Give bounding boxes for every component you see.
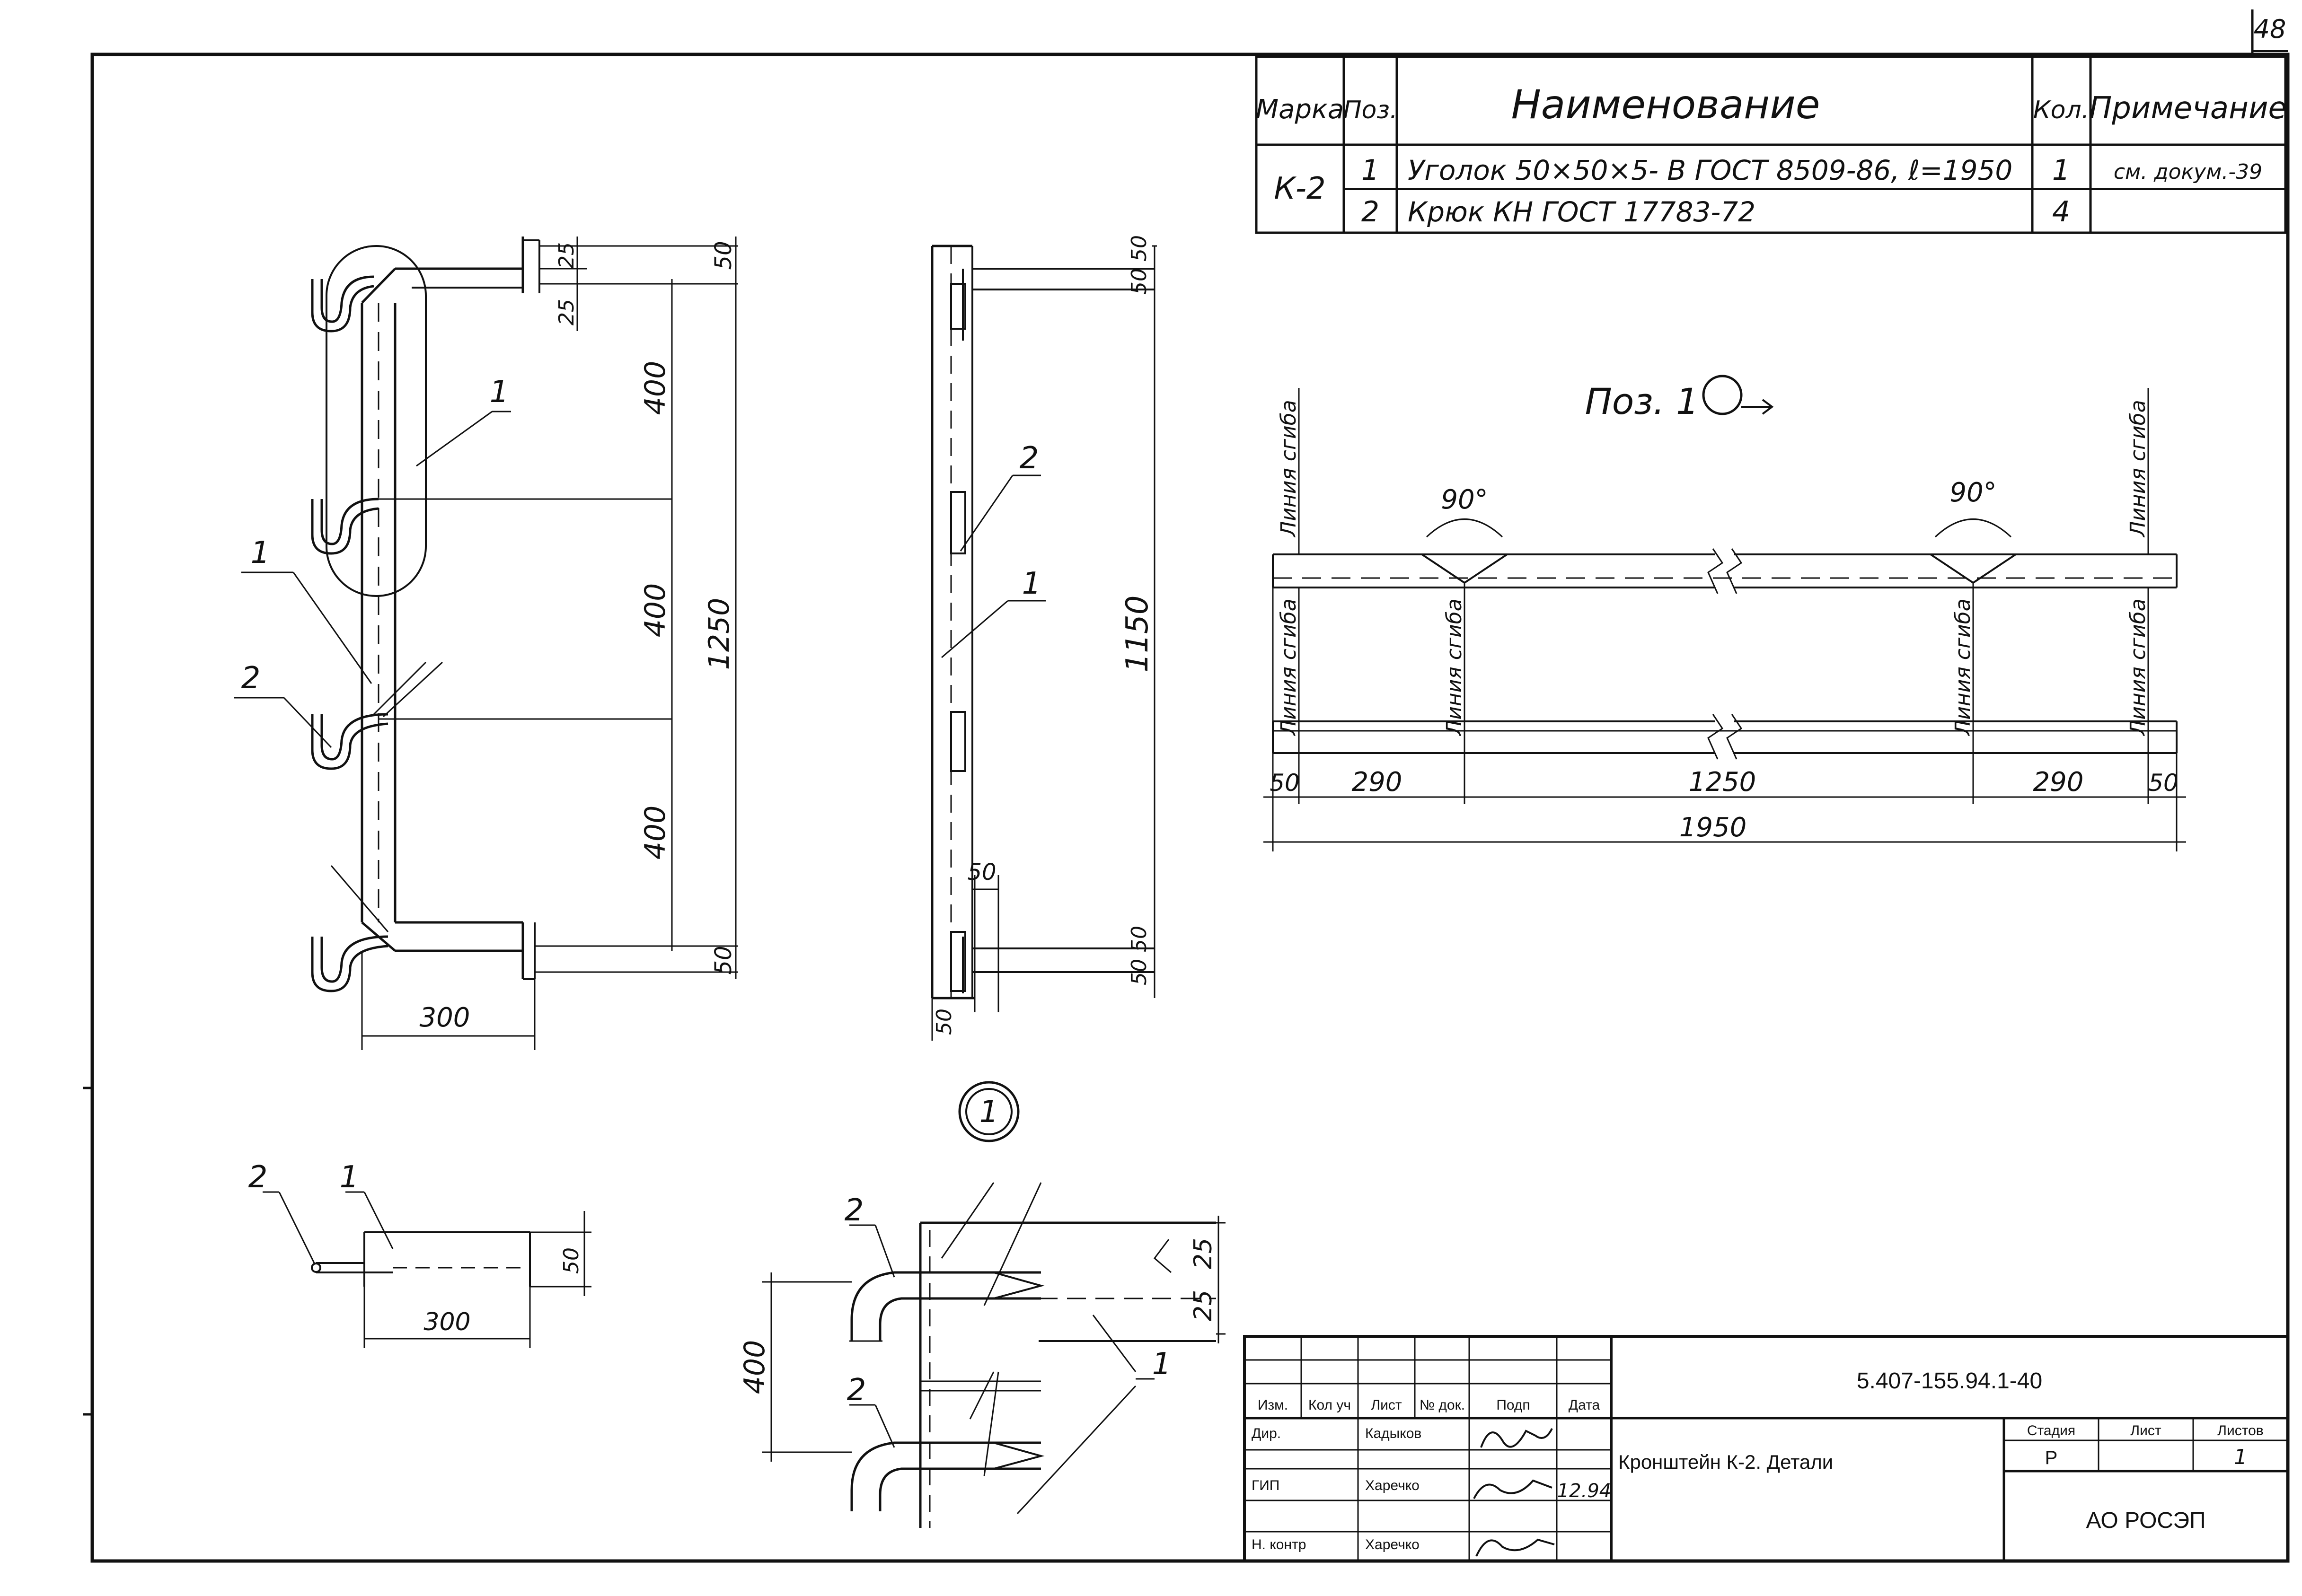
title-company: АО РОСЭП <box>2086 1508 2205 1533</box>
title-drawing-name: Кронштейн К-2. Детали <box>1618 1451 1833 1473</box>
front-dim-25-b: 25 <box>555 299 579 325</box>
side-callout-pos1: 1 <box>1022 566 1041 601</box>
top-view <box>263 1191 591 1348</box>
pos1-dim-290-right: 290 <box>2033 767 2084 798</box>
title-stage-value: Р <box>2045 1447 2058 1468</box>
spec-row2-qty: 4 <box>2052 195 2070 228</box>
spec-mark-value: К-2 <box>1274 171 1325 206</box>
side-view <box>931 245 1157 1041</box>
side-dim-5050-top: 50 50 <box>1127 235 1151 295</box>
detail-view <box>762 1182 1226 1528</box>
title-role-gip: ГИП <box>1252 1478 1279 1493</box>
front-dim-400-c: 400 <box>639 806 672 860</box>
pos1-bend-line-label-3: Линия сгиба <box>1277 598 1301 737</box>
spec-row1-qty: 1 <box>2052 154 2070 187</box>
title-hdr-doc-no: № док. <box>1420 1397 1465 1413</box>
pos1-dim-1950: 1950 <box>1679 812 1747 843</box>
top-callout-pos1: 1 <box>340 1160 359 1195</box>
title-hdr-date: Дата <box>1569 1397 1600 1413</box>
title-doc-code: 5.407-155.94.1-40 <box>1857 1368 2042 1394</box>
pos1-bend-line-label-6: Линия сгиба <box>2126 598 2150 737</box>
front-view <box>234 237 738 1050</box>
pos1-dim-50-left: 50 <box>1270 769 1300 797</box>
title-hdr-sheets: Листов <box>2217 1423 2263 1438</box>
spec-row2-pos: 2 <box>1361 195 1379 228</box>
title-block <box>1243 1335 2289 1562</box>
spec-header-qty: Кол. <box>2033 96 2090 124</box>
title-sheets-value: 1 <box>2234 1445 2247 1469</box>
pos1-dim-290-left: 290 <box>1352 767 1402 798</box>
title-name-gip: Харечко <box>1365 1478 1420 1493</box>
pos1-bend-line-label-2: Линия сгиба <box>2126 400 2150 538</box>
detail-callout-pos2-lower: 2 <box>847 1373 866 1408</box>
title-hdr-list: Лист <box>1371 1397 1402 1413</box>
sheet-frame <box>83 9 2290 1563</box>
top-dim-50: 50 <box>559 1247 583 1274</box>
front-callout-pos2: 2 <box>241 661 261 696</box>
detail-dim-25-b: 25 <box>1189 1290 1217 1321</box>
pos1-bend-line-label-4: Линия сгиба <box>1442 598 1466 737</box>
pos1-dim-50-right: 50 <box>2148 769 2179 797</box>
title-name-nkontr: Харечко <box>1365 1537 1420 1552</box>
title-hdr-stage: Стадия <box>2027 1423 2075 1438</box>
pos1-view <box>1263 375 2186 851</box>
detail-marker-circle <box>958 1081 1020 1142</box>
spec-row1-pos: 1 <box>1361 154 1379 187</box>
spec-header-note: Примечание <box>2089 91 2287 126</box>
side-dim-50-bottom: 50 <box>932 1008 956 1035</box>
spec-table <box>1255 55 2287 234</box>
detail-dim-25-a: 25 <box>1189 1238 1217 1269</box>
spec-row1-note: см. докум.-39 <box>2114 160 2262 184</box>
front-dim-400-b: 400 <box>639 583 672 638</box>
front-dim-1250: 1250 <box>703 598 736 670</box>
spec-row2-name: Крюк КН ГОСТ 17783-72 <box>1408 196 1755 228</box>
pos1-angle-left: 90° <box>1441 484 1488 515</box>
front-dim-25-a: 25 <box>555 242 579 269</box>
pos1-angle-right: 90° <box>1949 477 1996 508</box>
title-date-gip: 12.94 <box>1557 1480 1612 1502</box>
side-dim-5050-bottom: 50 50 <box>1127 926 1151 985</box>
side-callout-pos2: 2 <box>1020 441 1039 476</box>
pos1-bend-line-label-1: Линия сгиба <box>1277 400 1301 538</box>
detail-callout-pos1: 1 <box>1152 1347 1172 1382</box>
side-dim-50-mid: 50 <box>967 859 996 886</box>
front-callout-pos1-lower: 1 <box>251 535 270 570</box>
detail-marker-inner <box>965 1088 1013 1135</box>
title-hdr-sheet: Лист <box>2130 1423 2161 1438</box>
pos1-dim-1250: 1250 <box>1689 767 1756 798</box>
spec-header-name: Наименование <box>1511 81 1820 128</box>
title-name-dir: Кадыков <box>1365 1426 1421 1441</box>
front-dim-300: 300 <box>420 1002 470 1033</box>
front-dim-50-top: 50 <box>710 241 737 270</box>
side-dim-1150: 1150 <box>1120 596 1155 673</box>
top-dim-300: 300 <box>423 1308 470 1336</box>
spec-header-mark: Марка <box>1256 94 1344 125</box>
title-hdr-kol-uch: Кол уч <box>1308 1397 1351 1413</box>
front-dim-400-a: 400 <box>639 361 672 415</box>
front-callout-pos1-upper: 1 <box>490 375 509 410</box>
pos1-bend-line-label-5: Линия сгиба <box>1951 598 1975 737</box>
detail-callout-pos2-upper: 2 <box>845 1193 864 1228</box>
sheet-number: 48 <box>2254 14 2286 44</box>
detail-dim-400: 400 <box>738 1340 771 1394</box>
title-hdr-podp: Подп <box>1496 1397 1530 1413</box>
spec-header-pos: Поз. <box>1343 96 1397 124</box>
front-dim-50-bottom: 50 <box>710 946 737 974</box>
title-role-dir: Дир. <box>1252 1426 1281 1441</box>
title-hdr-izm: Изм. <box>1258 1397 1288 1413</box>
spec-row1-name: Уголок 50×50×5- В ГОСТ 8509-86, ℓ=1950 <box>1408 154 2012 186</box>
title-role-nkontr: Н. контр <box>1252 1537 1306 1552</box>
detail-marker: 1 <box>979 1095 999 1130</box>
pos1-title: Поз. 1 <box>1585 380 1699 422</box>
top-callout-pos2: 2 <box>248 1160 268 1195</box>
